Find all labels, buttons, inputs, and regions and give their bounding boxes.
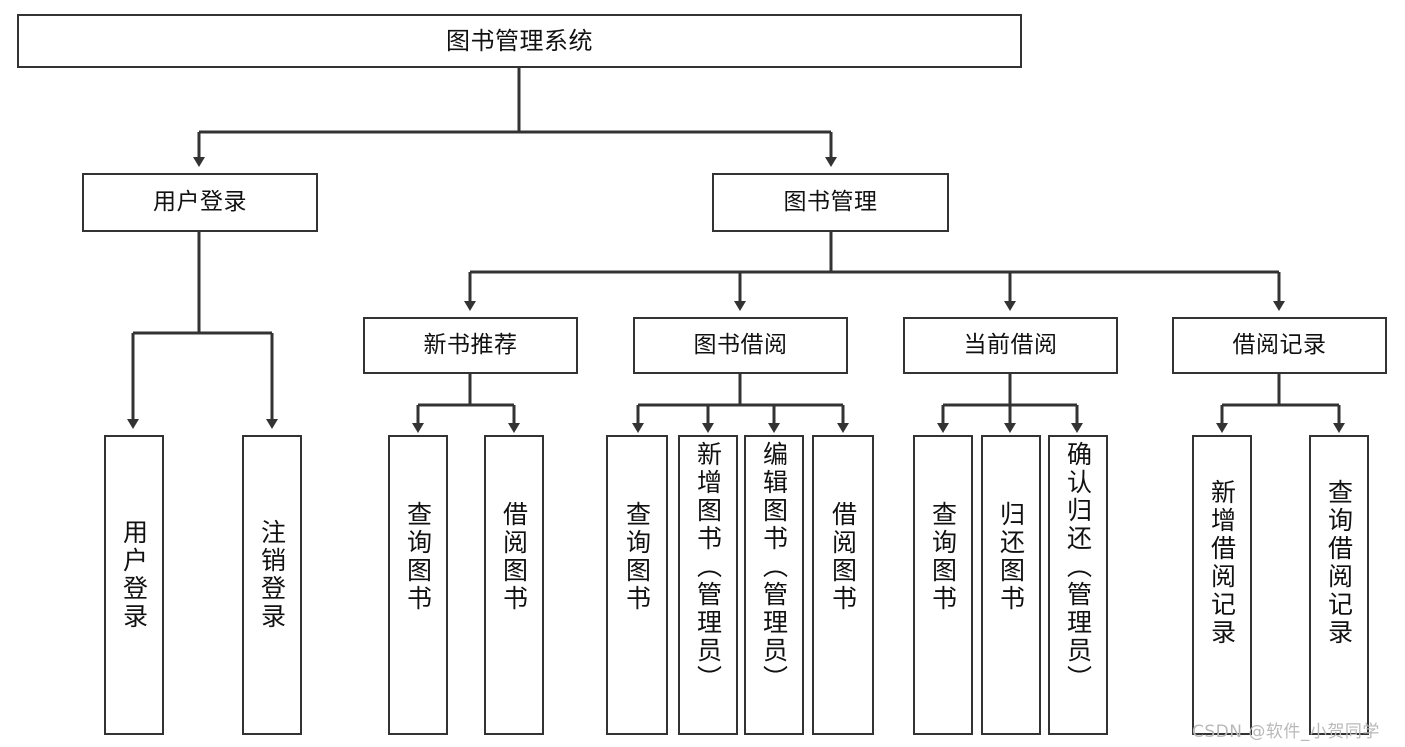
node-label: 编辑图书（管理员） bbox=[759, 441, 789, 693]
node-label: 查询借阅记录 bbox=[1324, 479, 1354, 647]
node-label: 查询图书 bbox=[928, 501, 958, 613]
node-label: 注销登录 bbox=[257, 519, 287, 631]
node-label: 图书借阅 bbox=[693, 331, 788, 358]
node-current-borrow[interactable]: 当前借阅 bbox=[903, 317, 1118, 374]
node-label: 确认归还（管理员） bbox=[1063, 441, 1093, 693]
node-new-book-recommend[interactable]: 新书推荐 bbox=[363, 317, 578, 374]
csdn-watermark: CSDN @软件_小贺同学 bbox=[1192, 722, 1380, 742]
node-label: 归还图书 bbox=[996, 501, 1026, 613]
node-leaf-query-book-borrow[interactable]: 查询图书 bbox=[606, 435, 668, 735]
node-leaf-add-borrow-record[interactable]: 新增借阅记录 bbox=[1192, 435, 1252, 735]
node-label: 用户登录 bbox=[119, 519, 149, 631]
node-leaf-edit-book-admin[interactable]: 编辑图书（管理员） bbox=[744, 435, 804, 735]
node-label: 新增借阅记录 bbox=[1207, 479, 1237, 647]
node-book-borrow[interactable]: 图书借阅 bbox=[633, 317, 848, 374]
node-leaf-borrow-book-recommend[interactable]: 借阅图书 bbox=[484, 435, 544, 735]
node-label: 借阅图书 bbox=[499, 501, 529, 613]
node-book-management-system[interactable]: 图书管理系统 bbox=[17, 14, 1022, 68]
node-book-management[interactable]: 图书管理 bbox=[712, 173, 949, 232]
node-leaf-query-book-recommend[interactable]: 查询图书 bbox=[388, 435, 448, 735]
node-borrow-record[interactable]: 借阅记录 bbox=[1172, 317, 1387, 374]
node-label: 借阅记录 bbox=[1232, 331, 1327, 358]
node-leaf-query-borrow-record[interactable]: 查询借阅记录 bbox=[1309, 435, 1369, 735]
node-user-login[interactable]: 用户登录 bbox=[82, 173, 318, 232]
node-leaf-user-login[interactable]: 用户登录 bbox=[104, 435, 164, 735]
node-label: 图书管理系统 bbox=[446, 26, 593, 55]
node-leaf-confirm-return-admin[interactable]: 确认归还（管理员） bbox=[1048, 435, 1108, 735]
node-leaf-add-book-admin[interactable]: 新增图书（管理员） bbox=[678, 435, 738, 735]
node-label: 查询图书 bbox=[403, 501, 433, 613]
node-label: 新增图书（管理员） bbox=[693, 441, 723, 693]
node-leaf-borrow-book[interactable]: 借阅图书 bbox=[812, 435, 874, 735]
node-leaf-query-book-current[interactable]: 查询图书 bbox=[913, 435, 973, 735]
node-label: 图书管理 bbox=[783, 188, 878, 215]
node-label: 借阅图书 bbox=[828, 501, 858, 613]
node-label: 用户登录 bbox=[153, 188, 247, 215]
node-leaf-return-book[interactable]: 归还图书 bbox=[981, 435, 1041, 735]
node-label: 当前借阅 bbox=[963, 331, 1058, 358]
node-label: 查询图书 bbox=[622, 501, 652, 613]
node-leaf-logout[interactable]: 注销登录 bbox=[242, 435, 302, 735]
node-label: 新书推荐 bbox=[423, 331, 518, 358]
